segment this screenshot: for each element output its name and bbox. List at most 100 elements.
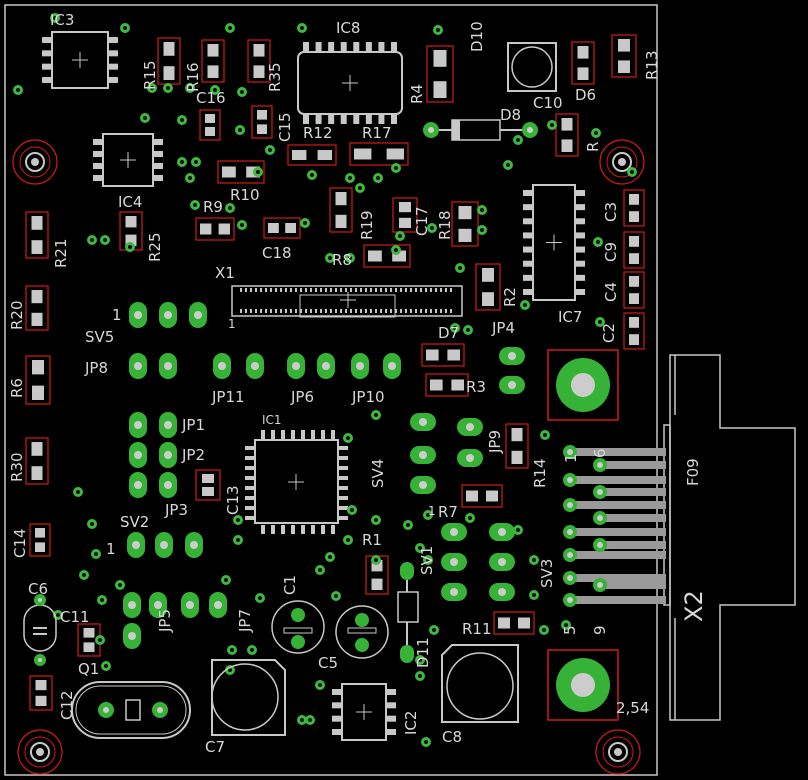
label-c4: C4 xyxy=(602,282,620,302)
label-ic7: IC7 xyxy=(558,308,582,326)
label-jp7: JP7 xyxy=(236,609,254,633)
smd-part xyxy=(555,113,579,157)
label-c14: C14 xyxy=(11,528,29,558)
label-r4: R4 xyxy=(408,84,426,104)
through-hole-pad xyxy=(209,592,227,618)
through-hole-pad xyxy=(159,472,177,498)
label-r30: R30 xyxy=(8,452,26,482)
smd-part xyxy=(25,437,49,485)
smd-part xyxy=(363,244,411,268)
label-pitch: 2,54 xyxy=(616,699,649,717)
label-r12: R12 xyxy=(303,124,333,142)
label-r1: R1 xyxy=(362,531,382,549)
crystal-small xyxy=(23,594,57,666)
label-ic1: IC1 xyxy=(262,413,282,427)
mounting-hole xyxy=(17,729,63,775)
label-x1: X1 xyxy=(215,264,235,282)
through-hole-pad xyxy=(127,532,145,558)
label-jp4: JP4 xyxy=(491,319,515,337)
ic-package xyxy=(332,683,396,741)
smd-part xyxy=(329,187,353,233)
label-ic2: IC2 xyxy=(402,711,420,735)
label-c5: C5 xyxy=(318,654,338,672)
label-c2: C2 xyxy=(600,323,618,343)
through-hole-pad xyxy=(129,353,147,379)
through-hole-pad xyxy=(457,449,483,467)
through-hole-pad xyxy=(441,583,467,601)
label-r7: R7 xyxy=(438,503,458,521)
label-r21: R21 xyxy=(52,238,70,268)
through-hole-pad xyxy=(129,442,147,468)
label-c18: C18 xyxy=(262,244,292,262)
label-r17: R17 xyxy=(362,124,392,142)
label-ic8: IC8 xyxy=(336,19,360,37)
diode-d11 xyxy=(397,562,419,663)
label-one_sv1: 1 xyxy=(428,504,436,518)
label-r16: R16 xyxy=(184,62,202,92)
label-c7: C7 xyxy=(205,738,225,756)
smd-part xyxy=(623,312,645,350)
through-hole-pad xyxy=(129,472,147,498)
through-hole-pad xyxy=(159,353,177,379)
mounting-hole xyxy=(599,139,645,185)
through-hole-pad xyxy=(410,413,436,431)
smd-part xyxy=(571,41,595,85)
smd-part xyxy=(287,144,337,166)
smd-part xyxy=(505,423,529,469)
through-hole-pad xyxy=(159,302,177,328)
label-r35: R35 xyxy=(266,62,284,92)
label-pin1: 1 xyxy=(562,453,580,463)
smd-part xyxy=(349,142,409,166)
label-jp8: JP8 xyxy=(84,359,108,377)
ic-package xyxy=(523,184,585,301)
through-hole-pad xyxy=(185,532,203,558)
mounting-hole xyxy=(595,729,641,775)
label-r3: R3 xyxy=(466,378,486,396)
through-hole-pad xyxy=(499,376,525,394)
smd-part xyxy=(623,271,645,309)
electrolytic-caps xyxy=(211,42,557,736)
through-hole-pad xyxy=(189,302,207,328)
label-jp1: JP1 xyxy=(181,416,205,434)
label-pin5: 5 xyxy=(561,625,579,635)
label-r2: R2 xyxy=(501,287,519,307)
label-r25: R25 xyxy=(146,232,164,262)
label-sv1: SV1 xyxy=(418,546,436,575)
smd-part xyxy=(201,39,225,83)
ic-package xyxy=(245,430,348,534)
through-hole-pad xyxy=(383,353,401,379)
label-d11: D11 xyxy=(414,637,432,668)
label-c8: C8 xyxy=(442,728,462,746)
db9-connector xyxy=(547,349,796,721)
mounting-holes xyxy=(12,139,645,775)
label-c12: C12 xyxy=(58,690,76,720)
through-hole-pad xyxy=(129,302,147,328)
through-hole-pad xyxy=(149,592,167,618)
label-c10: C10 xyxy=(533,94,563,112)
label-sv5: SV5 xyxy=(85,328,114,346)
through-hole-pad xyxy=(410,476,436,494)
through-hole-pad xyxy=(181,592,199,618)
diode-d8 xyxy=(423,119,538,141)
through-hole-pad xyxy=(489,523,515,541)
label-jp3: JP3 xyxy=(164,501,188,519)
smd-part xyxy=(493,611,535,635)
label-pin6: 6 xyxy=(591,448,609,458)
smd-parts xyxy=(25,34,645,711)
smd-part xyxy=(421,343,465,367)
x1-connector xyxy=(231,285,463,318)
label-jp11: JP11 xyxy=(211,388,245,406)
smd-part xyxy=(425,373,469,397)
label-r6: R6 xyxy=(8,378,26,398)
through-hole-pad xyxy=(123,592,141,618)
label-ic3: IC3 xyxy=(50,11,74,29)
smd-part xyxy=(251,105,273,139)
smd-part xyxy=(461,484,503,508)
label-x2: X2 xyxy=(680,590,708,622)
smd-part xyxy=(29,675,53,711)
label-jp6: JP6 xyxy=(290,388,314,406)
smd-part xyxy=(25,285,49,331)
label-c15: C15 xyxy=(276,112,294,142)
smd-part xyxy=(426,45,454,103)
smd-part xyxy=(263,217,301,239)
